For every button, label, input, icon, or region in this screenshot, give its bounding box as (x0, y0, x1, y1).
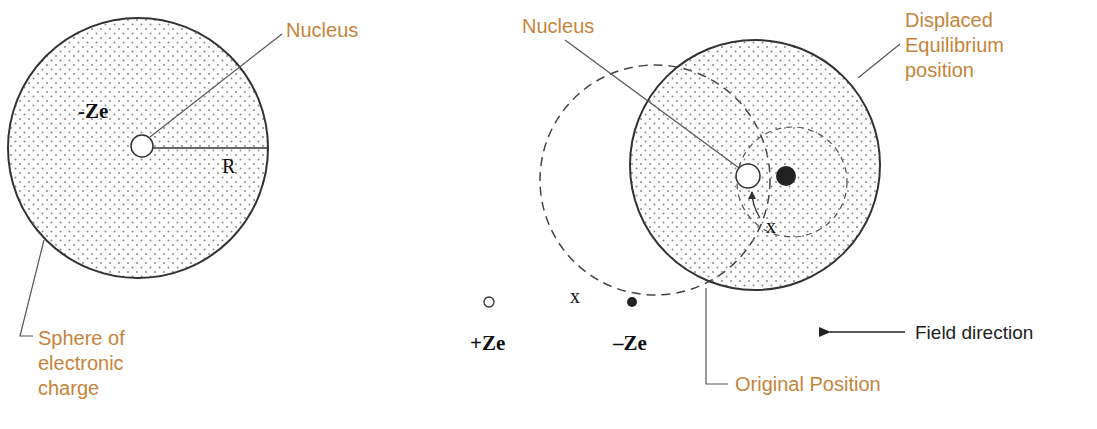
negative-charge (627, 297, 637, 307)
part-label: Displaced Equilibrium position (905, 8, 1029, 83)
distance-label: x (570, 284, 600, 309)
field-label: Field direction (915, 321, 1085, 345)
leader-line (858, 44, 900, 78)
part-label: Nucleus (286, 18, 406, 43)
leader-line (20, 240, 44, 336)
electron-centre-dot (776, 166, 796, 186)
leader-line (150, 34, 282, 137)
radius-line (153, 147, 268, 149)
charge-label: –Ze (613, 330, 673, 356)
part-label: Sphere of electronic charge (38, 326, 150, 401)
nucleus-circle (736, 164, 760, 188)
radius-label: R (222, 154, 235, 179)
leader-line (706, 288, 728, 384)
electron-sphere (8, 18, 268, 278)
charge-label: -Ze (78, 98, 108, 124)
part-label: Original Position (735, 372, 935, 397)
part-label: Nucleus (522, 14, 642, 39)
positive-charge (484, 297, 494, 307)
dashed-circle (737, 127, 847, 237)
sphere-node: -ZeR (8, 18, 268, 278)
sphere-node: x (630, 40, 880, 290)
displacement-label: x (766, 214, 776, 239)
displaced-sphere (630, 40, 880, 290)
nucleus-circle (131, 135, 153, 157)
leader-line (565, 40, 739, 168)
field-arrow (830, 331, 905, 333)
charge-label: +Ze (470, 330, 530, 356)
displacement-arrow (752, 192, 760, 218)
